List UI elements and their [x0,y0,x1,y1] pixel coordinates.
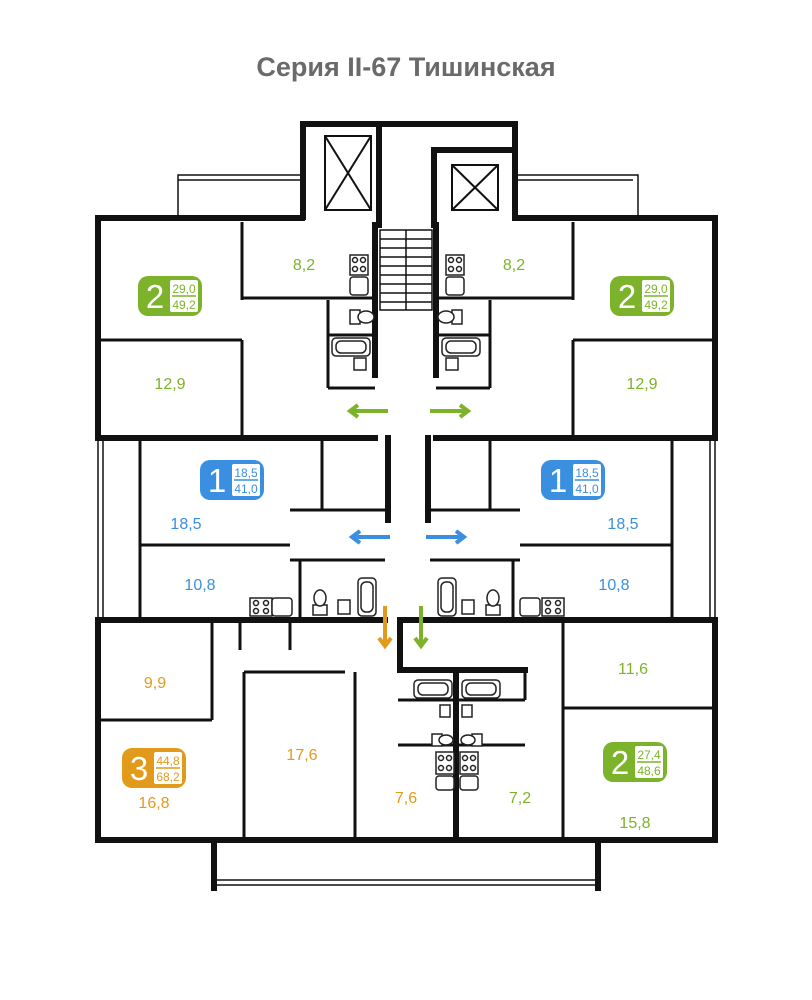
sink-icon [461,599,475,615]
sink-icon [459,775,479,791]
sink-icon [461,704,473,718]
room-count: 2 [146,278,164,315]
room-count: 1 [549,462,567,499]
stairs-icon [379,229,433,311]
sink-icon [445,276,465,296]
total-area: 48,6 [637,764,661,778]
balcony-top-right [515,174,639,218]
bathtub-icon [413,679,453,699]
elevator-icon [451,164,499,211]
living-area: 44,8 [156,754,180,768]
arrow-icon [346,403,388,419]
stove-icon [435,751,455,775]
room-area-label: 8,2 [503,257,525,274]
apartment-badge: 2 29,0 49,2 [610,276,674,316]
arrow-icon [348,529,390,545]
total-area: 68,2 [156,770,180,784]
room-area-label: 8,2 [293,257,315,274]
elevator-icon [324,135,372,211]
toilet-icon [312,589,328,616]
sink-icon [337,599,351,615]
stove-icon [445,254,465,276]
room-count: 2 [618,278,636,315]
living-area: 27,4 [637,748,661,762]
room-area-label: 18,5 [170,516,201,533]
sink-icon [349,276,369,296]
living-area: 29,0 [172,282,196,296]
balconies [97,174,716,886]
total-area: 41,0 [575,482,599,496]
total-area: 41,0 [234,482,258,496]
apartment-badge: 3 44,8 68,2 [122,748,186,788]
room-count: 2 [611,744,629,781]
room-area-label: 10,8 [184,577,215,594]
bathtub-icon [437,577,457,617]
toilet-icon [431,733,454,747]
total-area: 49,2 [172,298,196,312]
room-count: 1 [208,462,226,499]
fixtures [249,254,565,791]
room-area-label: 10,8 [598,577,629,594]
arrow-icon [377,606,393,650]
bathtub-icon [441,337,481,357]
living-area: 18,5 [575,466,599,480]
sink-icon [353,357,367,371]
interior-walls [100,222,713,838]
arrow-icon [413,606,429,650]
apartment-badges: 2 29,0 49,2 2 29,0 49,2 1 18,5 41,0 1 18,5 41,0 3 44,… [122,276,674,788]
room-area-label: 12,9 [626,376,657,393]
room-count: 3 [130,750,148,787]
bathtub-icon [331,337,371,357]
stove-icon [349,254,369,276]
room-area-label: 9,9 [144,675,166,692]
room-area-label: 11,6 [618,661,648,678]
living-area: 29,0 [644,282,668,296]
sink-icon [519,597,541,617]
stove-icon [459,751,479,775]
apartment-badge: 2 27,4 48,6 [603,742,667,782]
room-area-label: 7,6 [395,790,417,807]
sink-icon [435,775,455,791]
sink-icon [271,597,293,617]
page-title: Серия II-67 Тишинская [256,52,556,82]
bathtub-icon [461,679,501,699]
room-area-label: 16,8 [138,795,169,812]
sink-icon [439,704,451,718]
walls [95,121,718,891]
apartment-badge: 2 29,0 49,2 [138,276,202,316]
room-area-label: 18,5 [607,516,638,533]
stove-icon [249,597,273,617]
room-area-label: 12,9 [154,376,185,393]
apartment-badge: 1 18,5 41,0 [541,460,605,500]
total-area: 49,2 [644,298,668,312]
balcony-top-left [177,174,302,218]
apartment-badge: 1 18,5 41,0 [200,460,264,500]
arrow-icon [426,529,468,545]
toilet-icon [349,309,375,325]
room-area-label: 17,6 [286,747,317,764]
room-area-label: 15,8 [619,815,650,832]
living-area: 18,5 [234,466,258,480]
toilet-icon [460,733,483,747]
arrow-icon [430,403,472,419]
toilet-icon [485,589,501,616]
stove-icon [541,597,565,617]
room-area-label: 7,2 [509,790,531,807]
sink-icon [445,357,459,371]
bathtub-icon [357,577,377,617]
arrows [346,403,472,650]
toilet-icon [437,309,463,325]
